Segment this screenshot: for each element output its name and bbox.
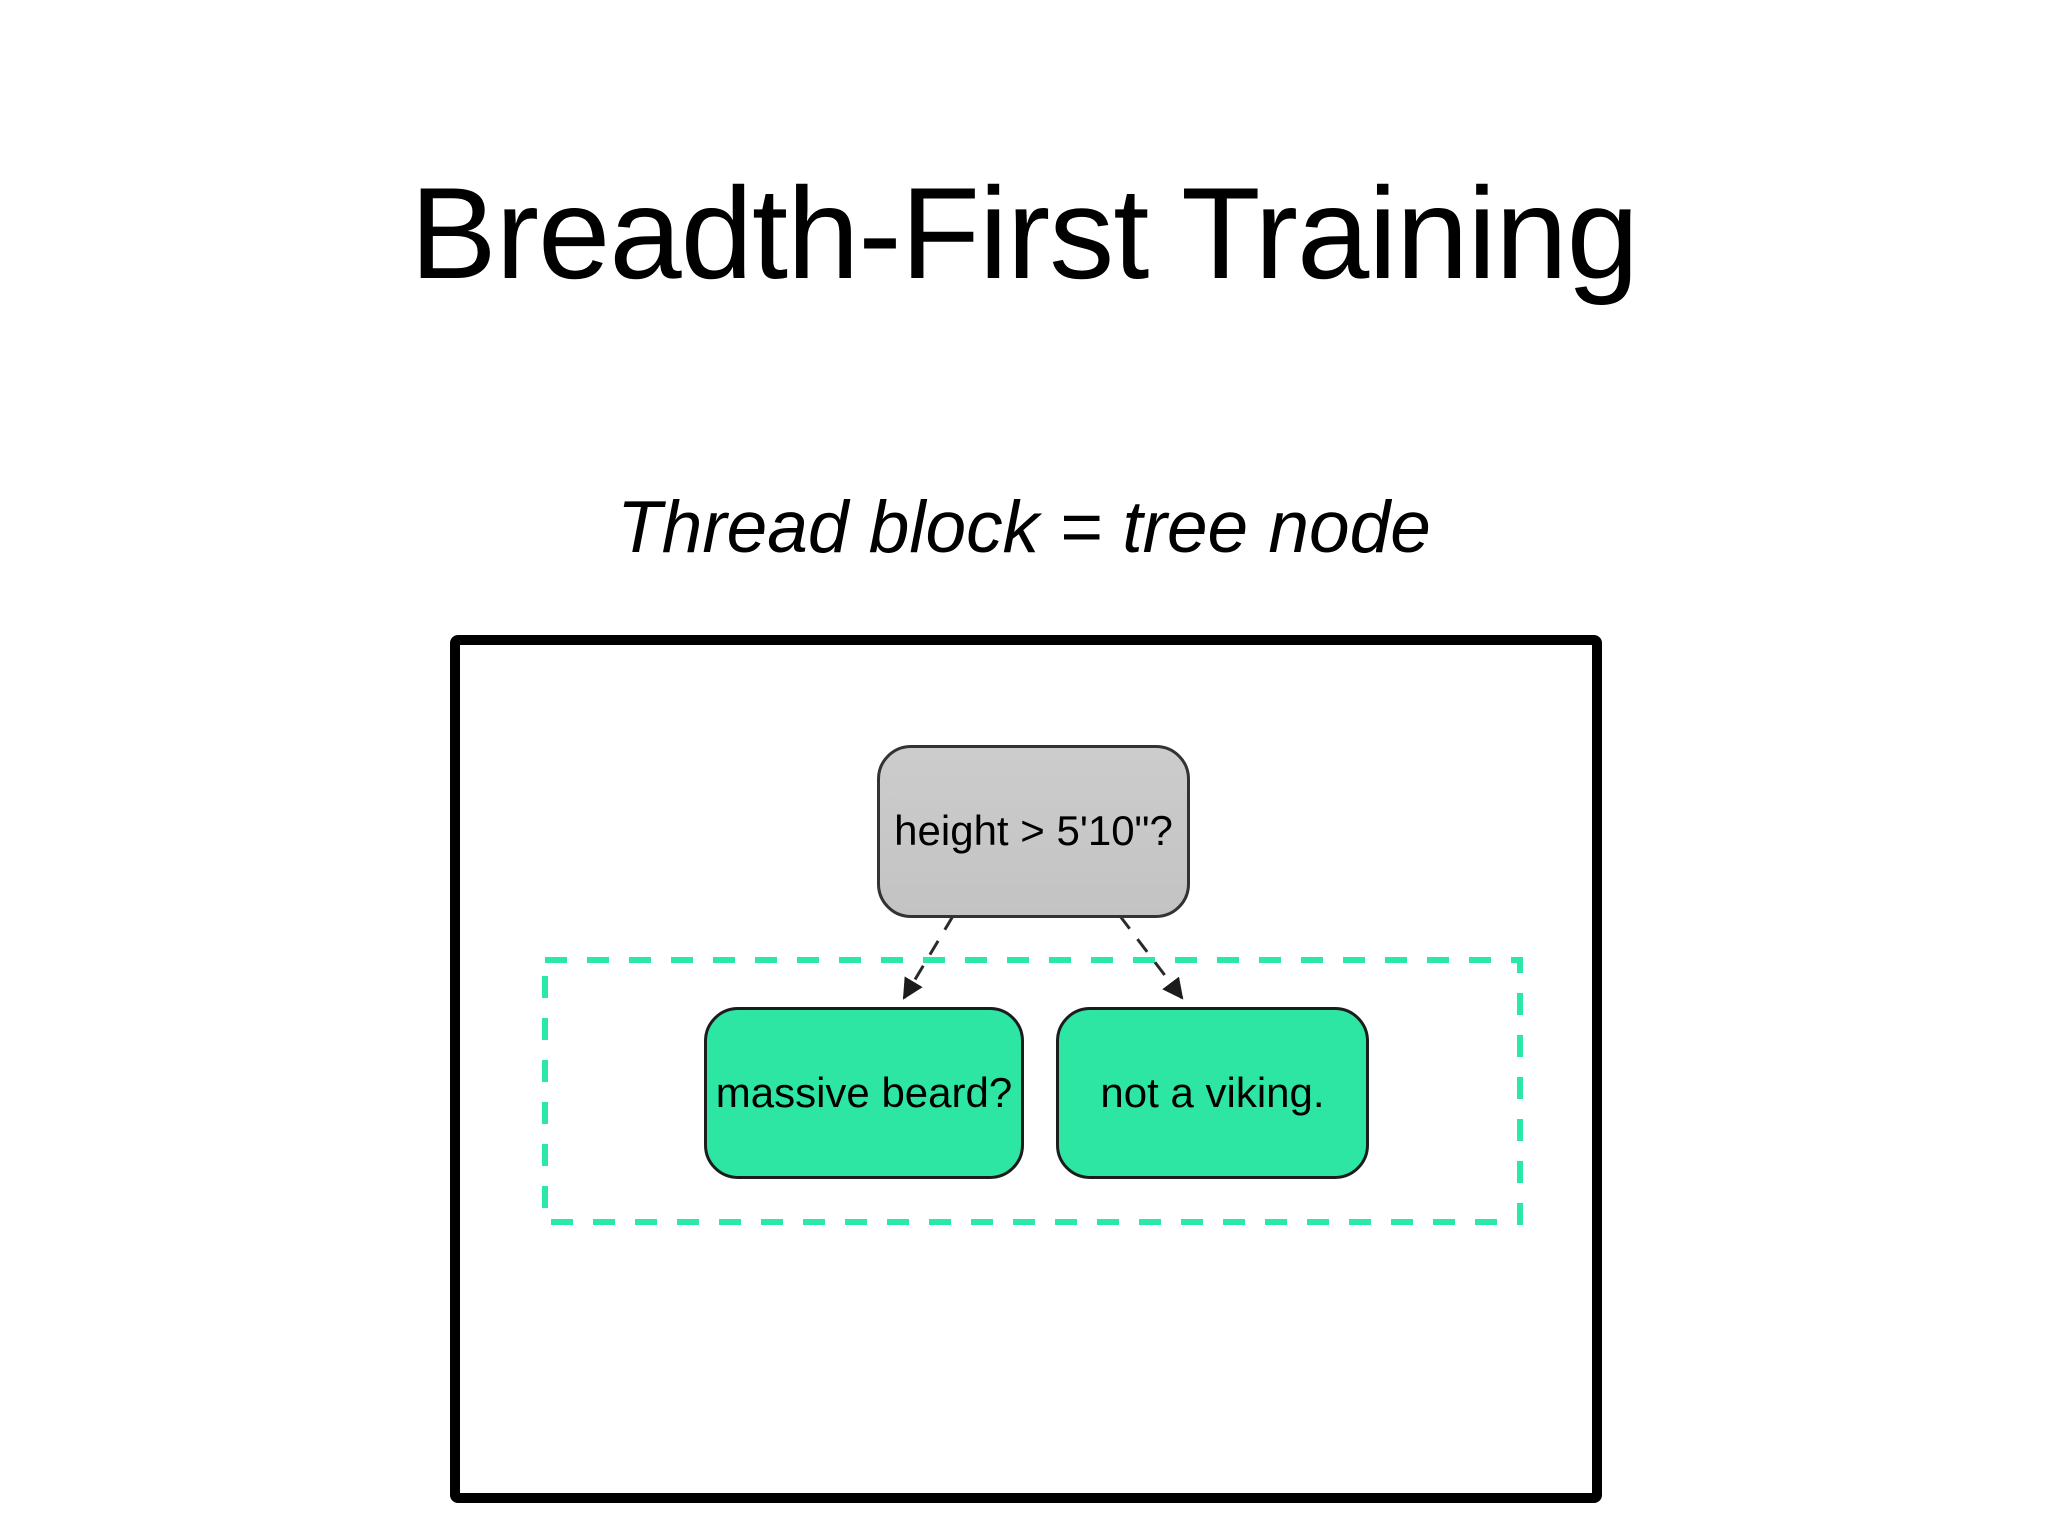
decision-node-left-leaf-label: massive beard?	[715, 1068, 1013, 1116]
decision-node-root: height > 5'10"?	[877, 745, 1190, 918]
decision-node-left-leaf: massive beard?	[704, 1007, 1024, 1179]
decision-node-root-label: height > 5'10"?	[894, 807, 1173, 855]
slide-subtitle: Thread block = tree node	[617, 487, 1431, 568]
decision-node-right-leaf: not a viking.	[1056, 1007, 1369, 1179]
decision-node-right-leaf-label: not a viking.	[1100, 1068, 1325, 1116]
slide-title: Breadth-First Training	[410, 160, 1639, 306]
